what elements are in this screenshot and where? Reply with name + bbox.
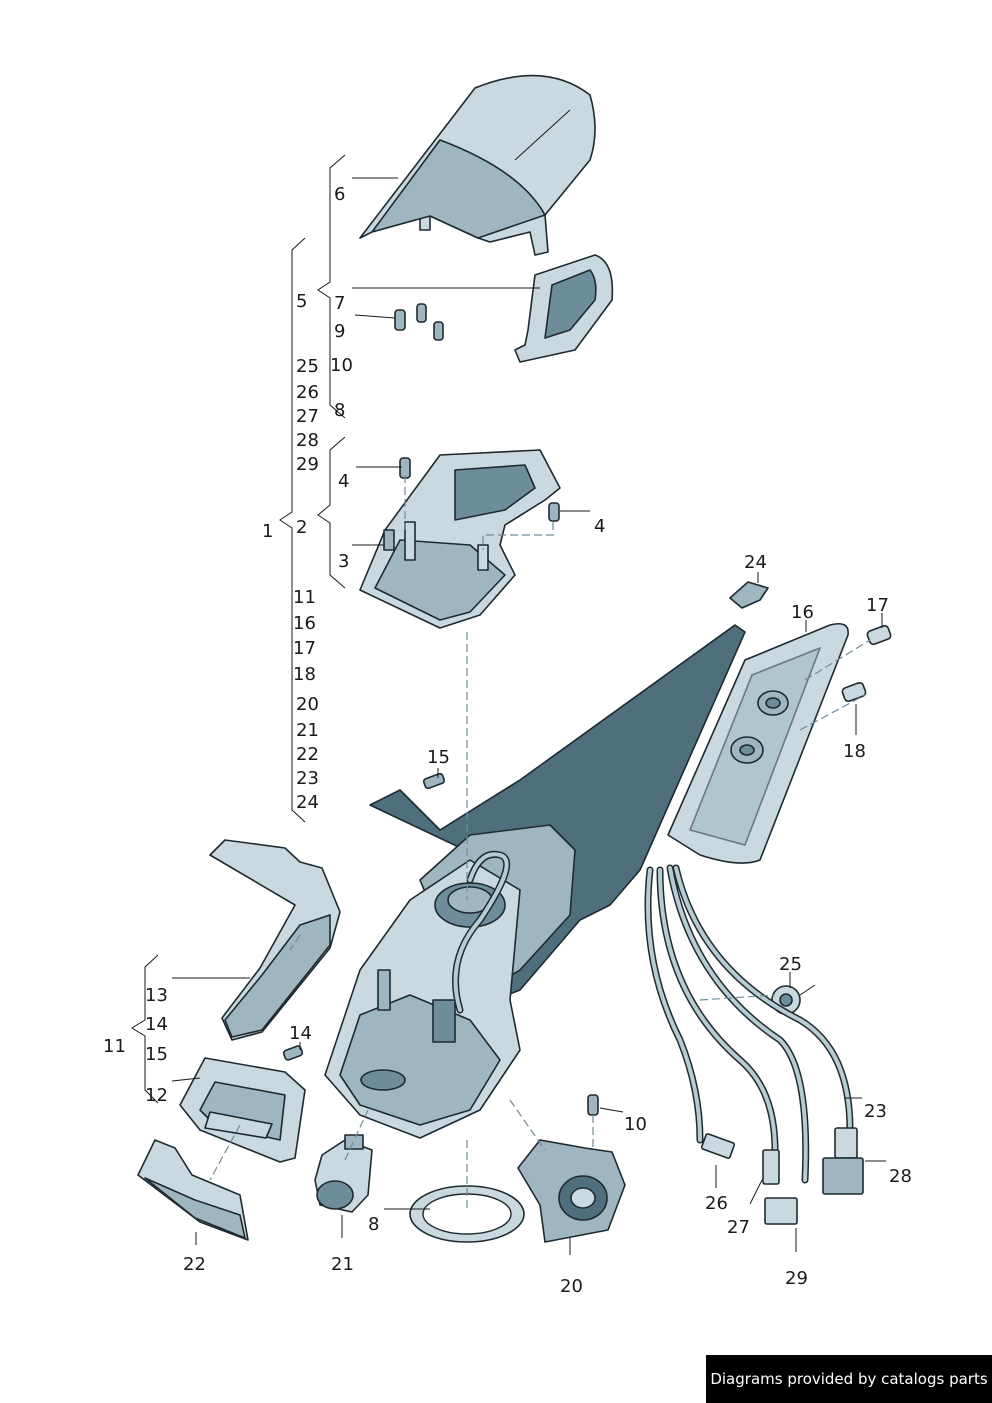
callout-23: 23 xyxy=(864,1101,887,1122)
wiring-harness xyxy=(644,864,854,1184)
callout-22: 22 xyxy=(183,1254,206,1275)
callout-21-list: 21 xyxy=(296,720,319,741)
callout-9: 9 xyxy=(334,321,345,342)
callout-18-list: 18 xyxy=(293,664,316,685)
callout-29-list: 29 xyxy=(296,454,319,475)
callout-14-list: 14 xyxy=(145,1014,168,1035)
glass-frame-part xyxy=(514,254,614,363)
seal-ring-part xyxy=(409,1185,525,1243)
callout-labels: 1 5 25 26 27 28 29 2 11 16 17 18 20 21 2… xyxy=(103,184,912,1297)
footer-credit: Diagrams provided by catalogs parts xyxy=(706,1355,992,1403)
callout-16-list: 16 xyxy=(293,613,316,634)
leader-lines xyxy=(171,177,886,1255)
screw-part-10 xyxy=(587,1094,599,1116)
callout-10: 10 xyxy=(624,1114,647,1135)
callout-28: 28 xyxy=(889,1166,912,1187)
callout-20-list: 20 xyxy=(296,694,319,715)
mirror-cap-part xyxy=(359,74,596,256)
callout-23-list: 23 xyxy=(296,768,319,789)
callout-14: 14 xyxy=(289,1023,312,1044)
callout-4-right: 4 xyxy=(594,516,605,537)
turn-signal-housing-part xyxy=(179,1057,306,1163)
callout-10-list: 10 xyxy=(330,355,353,376)
mirror-glass-part xyxy=(667,622,849,864)
callout-24: 24 xyxy=(744,552,767,573)
callout-17-list: 17 xyxy=(293,638,316,659)
assembly-hierarchy-braces xyxy=(131,154,346,1104)
callout-26-list: 26 xyxy=(296,382,319,403)
callout-28-list: 28 xyxy=(296,430,319,451)
callout-27: 27 xyxy=(727,1217,750,1238)
callout-5: 5 xyxy=(296,291,307,312)
callout-12: 12 xyxy=(145,1085,168,1106)
callout-11-list: 11 xyxy=(293,587,316,608)
screw-part-14 xyxy=(282,1045,304,1061)
callout-8-list: 8 xyxy=(334,400,345,421)
callout-29: 29 xyxy=(785,1268,808,1289)
callout-15: 15 xyxy=(427,747,450,768)
alignment-dash-lines xyxy=(209,475,871,1210)
callout-6: 6 xyxy=(334,184,345,205)
callout-20: 20 xyxy=(560,1276,583,1297)
mirror-bracket-part xyxy=(359,449,561,629)
housing-trim-part xyxy=(209,839,341,1041)
callout-11: 11 xyxy=(103,1036,126,1057)
callout-24-list: 24 xyxy=(296,792,319,813)
callout-2: 2 xyxy=(296,517,307,538)
callout-8: 8 xyxy=(368,1214,379,1235)
side-lamp-part xyxy=(137,1139,249,1241)
clip-part-24 xyxy=(729,581,769,609)
callout-1: 1 xyxy=(262,521,273,542)
connectors-26-29 xyxy=(700,1127,864,1225)
callout-21: 21 xyxy=(331,1254,354,1275)
callout-18: 18 xyxy=(843,741,866,762)
callout-4-left: 4 xyxy=(338,471,349,492)
screw-part-15 xyxy=(422,772,446,790)
callout-13: 13 xyxy=(145,985,168,1006)
callout-22-list: 22 xyxy=(296,744,319,765)
callout-3: 3 xyxy=(338,551,349,572)
callout-7: 7 xyxy=(334,293,345,314)
puddle-lamp-part xyxy=(517,1139,626,1243)
mirror-housing-main xyxy=(324,624,746,1139)
callout-15-list: 15 xyxy=(145,1044,168,1065)
adjustment-motor-part xyxy=(314,1134,373,1213)
callout-17: 17 xyxy=(866,595,889,616)
screws-group-17-18 xyxy=(841,624,892,703)
footer-credit-text: Diagrams provided by catalogs parts xyxy=(710,1370,988,1388)
callout-25-list: 25 xyxy=(296,356,319,377)
callout-26: 26 xyxy=(705,1193,728,1214)
callout-27-list: 27 xyxy=(296,406,319,427)
callout-16: 16 xyxy=(791,602,814,623)
screws-group-9 xyxy=(394,303,444,341)
callout-25: 25 xyxy=(779,954,802,975)
